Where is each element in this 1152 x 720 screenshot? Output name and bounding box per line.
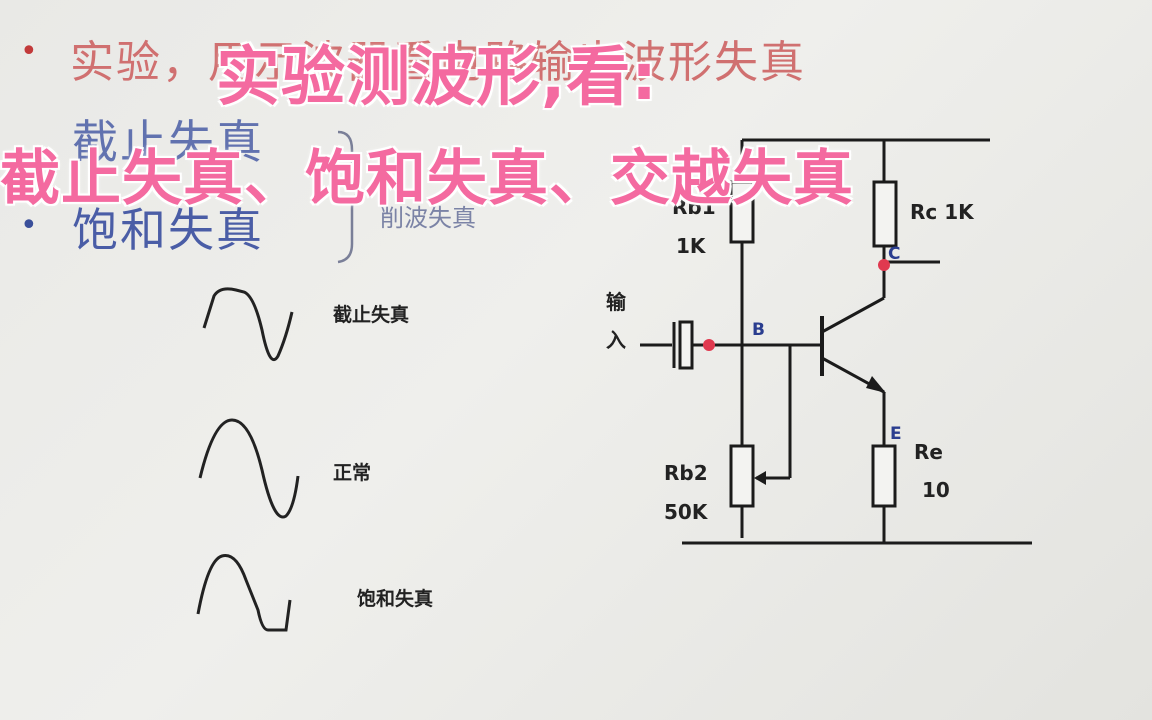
- emitter-arrowhead: [866, 376, 886, 393]
- probe-point-input: [703, 339, 715, 351]
- brace-shape: [337, 130, 365, 264]
- probe-point-collector: [878, 259, 890, 271]
- re-value: 10: [922, 478, 950, 502]
- rb2-name: Rb2: [664, 461, 708, 485]
- list-item-saturation: 饱和失真: [72, 203, 264, 257]
- input-label-bottom: 入: [606, 328, 626, 352]
- wiper-arrowhead: [754, 471, 766, 485]
- rb1-value: 1K: [676, 234, 706, 258]
- waveform-saturation: [196, 554, 292, 632]
- input-label-top: 输: [606, 290, 626, 314]
- waveform-cutoff: [202, 287, 294, 362]
- waveform-label-cutoff: 截止失真: [333, 304, 410, 326]
- waveform-label-saturation: 饱和失真: [357, 588, 434, 610]
- waveform-normal: [198, 418, 300, 519]
- node-label-b: B: [752, 320, 765, 340]
- bullet-marker: •: [20, 34, 38, 69]
- node-label-e: E: [890, 424, 902, 444]
- circuit-wires: [640, 138, 1032, 545]
- rb2-value: 50K: [664, 500, 708, 524]
- rb1-name: Rb1: [672, 195, 716, 219]
- overlay-caption-line2: 截止失真、饱和失真、交越失真: [0, 144, 854, 214]
- list-item-cutoff: 截止失真: [72, 115, 264, 169]
- re-name: Re: [914, 440, 943, 464]
- node-label-c: C: [888, 244, 901, 264]
- brace-label: 削波失真: [380, 204, 476, 232]
- rc-label: Rc 1K: [910, 200, 974, 224]
- slide-title: 实验，用示波器看电路输出波形失真: [70, 37, 806, 88]
- overlay-caption-line1: 实验测波形,看:: [216, 41, 658, 115]
- waveform-label-normal: 正常: [333, 462, 372, 484]
- bullet-marker-2: •: [20, 208, 38, 243]
